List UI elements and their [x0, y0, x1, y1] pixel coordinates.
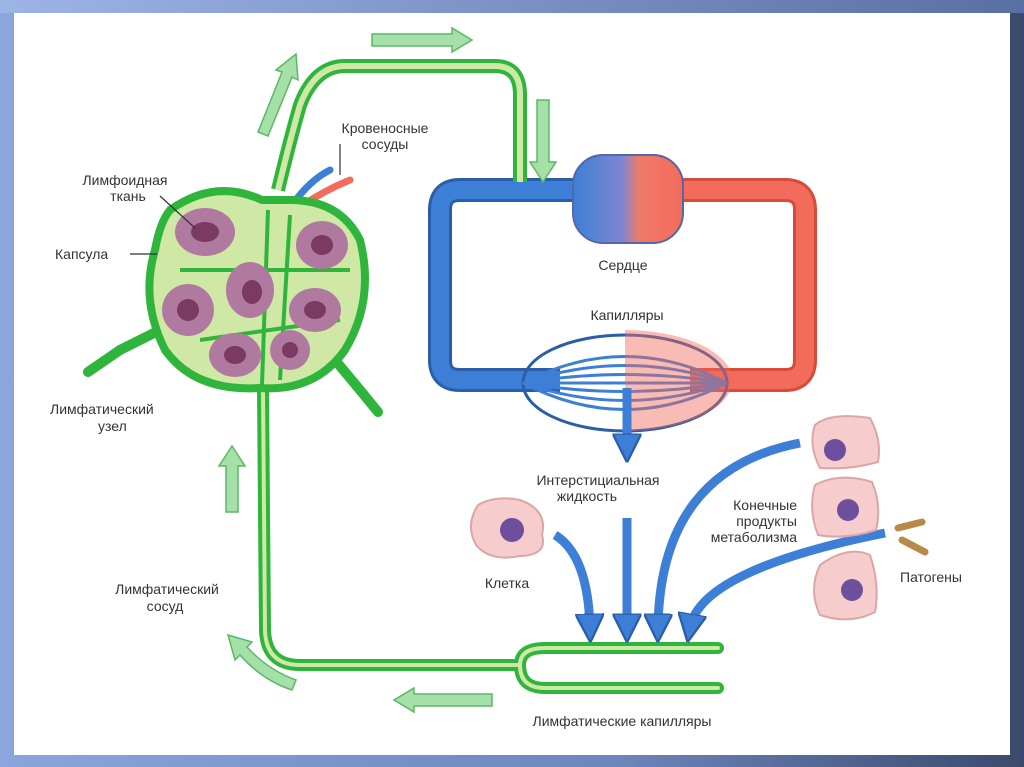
label-cell: Клетка [485, 575, 529, 591]
heart [572, 154, 684, 244]
blood-circuit [428, 154, 817, 433]
vein [431, 181, 600, 389]
label-lymph-vessel-2: сосуд [147, 598, 184, 614]
flow-arrow-curved-icon [226, 633, 297, 691]
pathogen [894, 518, 926, 532]
label-blood-vessels-2: сосуды [362, 136, 409, 152]
label-interstitial-fluid-1: Интерстициальная [536, 472, 659, 488]
lymph-flow-arrows [217, 26, 558, 714]
label-lymph-capillaries: Лимфатические капилляры [533, 713, 712, 729]
label-blood-vessels-1: Кровеносные [342, 120, 429, 136]
follicles [162, 208, 348, 377]
label-lymph-vessel-1: Лимфатический [115, 581, 219, 597]
arrow-cell-to-lymph-icon [552, 531, 590, 628]
arrow-metabolism-icon [658, 438, 801, 628]
flow-arrow-up-icon [217, 444, 247, 513]
label-lymph-node-1: Лимфатический [50, 401, 154, 417]
label-metabolic-products-3: метаболизма [711, 529, 798, 545]
label-capsule: Капсула [55, 246, 108, 262]
cells [470, 415, 929, 621]
label-lymphoid-tissue-2: ткань [110, 188, 146, 204]
label-interstitial-fluid-2: жидкость [557, 488, 617, 504]
label-metabolic-products-2: продукты [736, 513, 797, 529]
tissue-cell [811, 415, 880, 470]
frame-border [0, 0, 1024, 13]
fluid-arrows [552, 388, 886, 628]
lymph-node [145, 187, 369, 393]
flow-arrow-up-right-icon [257, 52, 299, 137]
leader-lines [130, 144, 341, 255]
label-capillaries: Капилляры [590, 307, 663, 323]
label-pathogens: Патогены [900, 569, 962, 585]
flow-arrow-right-icon [371, 26, 474, 54]
lymph-vessels [83, 59, 724, 694]
label-lymphoid-tissue-1: Лимфоидная [82, 172, 167, 188]
pathogen [898, 536, 929, 556]
label-lymph-node-2: узел [98, 418, 127, 434]
flow-arrow-left-icon [392, 686, 493, 714]
flow-arrow-down-icon [528, 99, 558, 184]
artery [660, 181, 814, 389]
label-heart: Сердце [598, 257, 647, 273]
label-metabolic-products-1: Конечные [733, 497, 797, 513]
arrow-pathogen-icon [690, 528, 886, 628]
